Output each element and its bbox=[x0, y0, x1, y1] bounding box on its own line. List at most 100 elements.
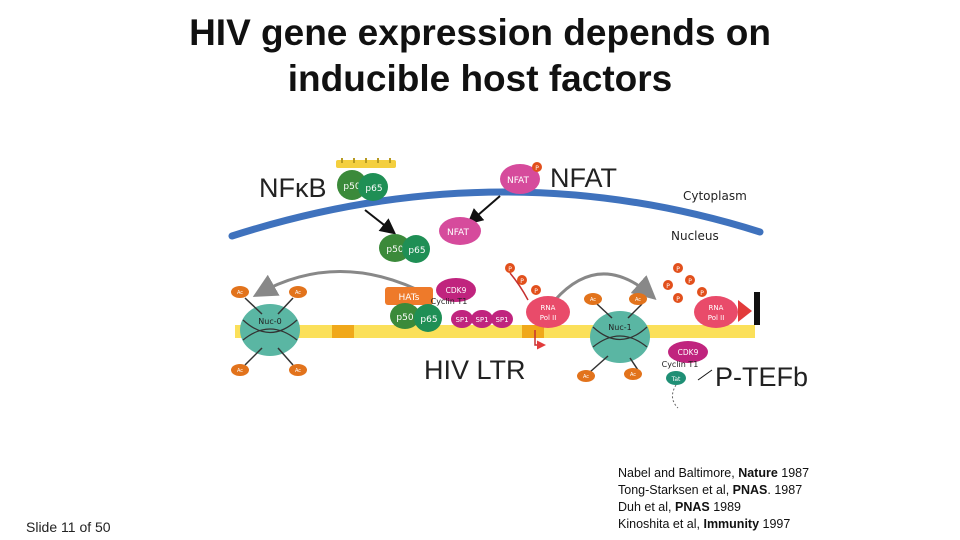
phospho-elong-5 bbox=[697, 287, 707, 297]
rna-pol-ii-line2: Pol II bbox=[708, 314, 725, 322]
phospho-elong-3 bbox=[685, 275, 695, 285]
ac-nuc0-bl bbox=[231, 364, 249, 376]
p50-label-nucleus: p50 bbox=[386, 245, 403, 255]
phospho-elong-1 bbox=[673, 263, 683, 273]
phospho-label: P bbox=[700, 290, 704, 297]
nuc1-nucleosome bbox=[590, 311, 650, 363]
reference-item: Nabel and Baltimore, Nature 1987 bbox=[618, 466, 810, 480]
nfat-label-nucleus: NFAT bbox=[447, 228, 470, 238]
cytoplasm-label: Cytoplasm bbox=[683, 189, 747, 203]
phospho-promoter-3 bbox=[531, 285, 541, 295]
p65-label-promoter: p65 bbox=[420, 315, 437, 325]
nuc0-nucleosome bbox=[240, 304, 300, 356]
nfat-label-cytoplasm: NFAT bbox=[507, 176, 530, 186]
hats-label: HATs bbox=[399, 293, 420, 303]
references: Nabel and Baltimore, Nature 1987 Tong-St… bbox=[618, 465, 809, 533]
dna-segment-left bbox=[332, 325, 354, 338]
phospho-label: P bbox=[520, 278, 524, 285]
dna-segment-right bbox=[522, 325, 544, 338]
ac-label: Ac bbox=[237, 290, 243, 296]
p65-label-nucleus: p65 bbox=[408, 246, 425, 256]
hiv-ltr-label: HIV LTR bbox=[424, 355, 526, 385]
tat-protein bbox=[666, 371, 686, 385]
hats-complex bbox=[385, 287, 433, 305]
slide-number: Slide 11 of 50 bbox=[26, 519, 111, 535]
phospho-label: P bbox=[534, 288, 538, 295]
ptefb-label: P-TEFb bbox=[715, 362, 809, 392]
rna-pol-ii-promoter bbox=[526, 296, 570, 328]
sp1-label-2: SP1 bbox=[475, 316, 488, 324]
cyclin-t1-label-promoter: Cyclin T1 bbox=[431, 297, 468, 306]
title-line-1: HIV gene expression depends on bbox=[189, 12, 771, 53]
tat-label: Tat bbox=[671, 376, 681, 383]
ac-nuc1-tl bbox=[584, 293, 602, 305]
nuc0-label: Nuc-0 bbox=[258, 317, 281, 326]
nucleosome-remodel-arrow-left bbox=[252, 270, 431, 298]
phospho-promoter-1 bbox=[505, 263, 515, 273]
title-line-2: inducible host factors bbox=[287, 58, 673, 99]
cdk9-ptefb bbox=[668, 341, 708, 363]
p50-protein-nucleus bbox=[379, 234, 411, 262]
ikb-inhibitor bbox=[336, 160, 396, 168]
phospho-elong-4 bbox=[673, 293, 683, 303]
ac-label: Ac bbox=[237, 368, 243, 374]
reference-item: Kinoshita et al, Immunity 1997 bbox=[618, 517, 791, 531]
nfat-translocation-arrow bbox=[466, 195, 501, 225]
nfat-protein-nucleus bbox=[439, 217, 481, 245]
cdk9-label-ptefb: CDK9 bbox=[678, 348, 699, 357]
ac-label: Ac bbox=[295, 368, 301, 374]
nucleosome-remodel-arrow-right bbox=[553, 272, 657, 302]
nfat-label: NFAT bbox=[550, 163, 617, 193]
p50-protein-promoter bbox=[390, 303, 420, 329]
ac-label: Ac bbox=[295, 290, 301, 296]
phospho-elong-2 bbox=[663, 280, 673, 290]
transcription-arrow bbox=[738, 300, 752, 322]
sp1-label-1: SP1 bbox=[455, 316, 468, 324]
nfkb-translocation-arrow bbox=[364, 209, 397, 235]
nuclear-membrane bbox=[228, 188, 764, 240]
nuc1-label: Nuc-1 bbox=[608, 323, 631, 332]
p50-label-promoter: p50 bbox=[396, 313, 413, 323]
p65-label-cytoplasm: p65 bbox=[365, 184, 382, 194]
ac-nuc0-tr bbox=[289, 286, 307, 298]
rna-pol-ii-elongating bbox=[694, 296, 738, 328]
phospho-label: P bbox=[666, 283, 670, 290]
ac-nuc1-tr bbox=[629, 293, 647, 305]
dna-strand bbox=[235, 325, 755, 338]
ac-label: Ac bbox=[630, 372, 636, 378]
ptefb-pointer bbox=[697, 369, 713, 381]
phospho-label: P bbox=[676, 296, 680, 303]
p50-label-cytoplasm: p50 bbox=[343, 182, 360, 192]
p65-protein-nucleus bbox=[402, 235, 430, 263]
reference-item: Duh et al, PNAS 1989 bbox=[618, 500, 741, 514]
tar-rna-loop bbox=[672, 384, 679, 409]
ikb-ticks bbox=[341, 158, 391, 163]
nfkb-label: NFκB bbox=[259, 173, 327, 203]
ac-nuc1-br bbox=[624, 368, 642, 380]
phospho-label: P bbox=[535, 165, 539, 172]
cdk9-promoter bbox=[436, 278, 476, 302]
ac-nuc0-br bbox=[289, 364, 307, 376]
phospho-label: P bbox=[676, 266, 680, 273]
nucleus-label: Nucleus bbox=[671, 229, 719, 243]
sp1-site-3 bbox=[491, 310, 513, 328]
rna-pol-ii-line1: RNA bbox=[709, 304, 724, 312]
cyclin-t1-label-ptefb: Cyclin T1 bbox=[662, 360, 699, 369]
ac-nuc0-tl bbox=[231, 286, 249, 298]
slide-title: HIV gene expression depends on inducible… bbox=[0, 10, 960, 102]
cdk9-label-promoter: CDK9 bbox=[446, 286, 467, 295]
sp1-label-3: SP1 bbox=[495, 316, 508, 324]
ac-label: Ac bbox=[583, 374, 589, 380]
ac-label: Ac bbox=[635, 297, 641, 303]
ac-label: Ac bbox=[590, 297, 596, 303]
phospho-label: P bbox=[508, 266, 512, 273]
tss-bracket bbox=[534, 330, 546, 350]
rna-pol-ii-line1: RNA bbox=[541, 304, 556, 312]
sp1-site-2 bbox=[471, 310, 493, 328]
ac-nuc1-bl bbox=[577, 370, 595, 382]
p65-protein-cytoplasm bbox=[358, 173, 388, 201]
p65-protein-promoter bbox=[414, 304, 442, 332]
phospho-nfat bbox=[532, 162, 542, 172]
rna-pol-ii-line2: Pol II bbox=[540, 314, 557, 322]
